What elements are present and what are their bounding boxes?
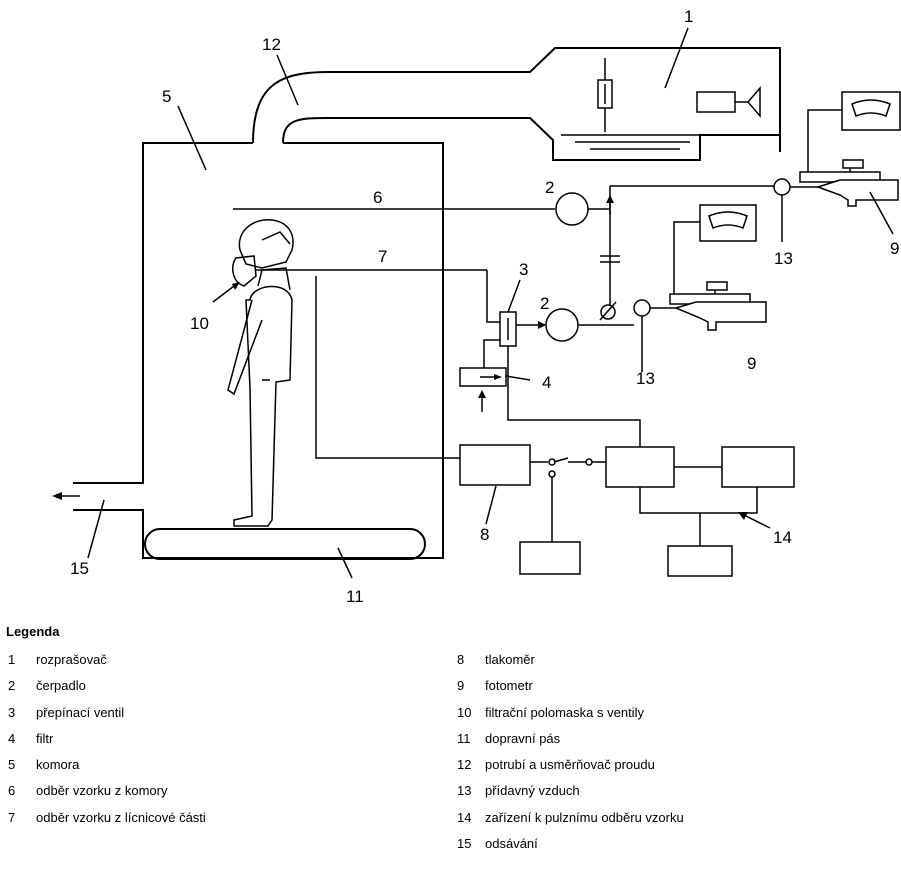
legend-text: tlakoměr: [485, 652, 535, 667]
exhaust-arrow: [52, 492, 80, 500]
label-11: 11: [346, 587, 364, 606]
legend-number: 9: [457, 678, 465, 694]
legend-text: zařízení k pulznímu odběru vzorku: [485, 809, 684, 825]
legend-text: rozprašovač: [36, 652, 107, 667]
legend-number: 13: [457, 783, 472, 799]
legend-item: 11 dopravní pás: [457, 731, 684, 757]
legend-number: 11: [457, 730, 471, 746]
label-14: 14: [773, 528, 792, 547]
legend-left-column: 1 rozprašovač 2 čerpadlo 3 přepínací ventil…: [8, 652, 206, 836]
legend-text: filtr: [36, 730, 54, 746]
legend-text: odběr vzorku z lícnicové části: [36, 809, 206, 825]
label-13-upper: 13: [774, 249, 793, 268]
filter: [459, 339, 507, 412]
legend-item: 13 přídavný vzduch: [457, 783, 684, 809]
duct-and-flow-straightener: [252, 47, 781, 161]
legend-text: čerpadlo: [36, 678, 86, 694]
legend-number: 14: [457, 809, 472, 825]
label-7: 7: [378, 247, 387, 266]
legend-text: komora: [36, 757, 80, 773]
label-8: 8: [480, 525, 489, 544]
legend-item: 12 potrubí a usměrňovač proudu: [457, 757, 684, 783]
legend-number: 12: [457, 757, 472, 773]
legend-item: 7 odběr vzorku z lícnicové části: [8, 810, 206, 836]
label-4: 4: [542, 373, 551, 392]
legend-number: 2: [8, 678, 16, 694]
upper-photometer-assembly: [773, 91, 901, 242]
legend-item: 10 filtrační polomaska s ventily: [457, 705, 684, 731]
legend-text: přídavný vzduch: [485, 783, 580, 799]
legend-number: 3: [8, 704, 16, 720]
label-2-upper: 2: [545, 178, 554, 197]
legend-item: 3 přepínací ventil: [8, 705, 206, 731]
legend-item: 4 filtr: [8, 731, 206, 757]
label-9-upper: 9: [890, 239, 899, 258]
legend-item: 2 čerpadlo: [8, 678, 206, 704]
label-6: 6: [373, 188, 382, 207]
nebulizer: [561, 58, 761, 150]
test-apparatus-diagram: 1 12 5 6 2 13 9 7 3 2 10 13 9 4 8 14 15 …: [52, 7, 901, 606]
legend-text: přepínací ventil: [36, 704, 125, 720]
legend-number: 1: [8, 652, 16, 667]
legend-text: dopravní pás: [485, 730, 561, 746]
legend-text: potrubí a usměrňovač proudu: [485, 757, 655, 773]
legend-item: 5 komora: [8, 757, 206, 783]
chamber: [73, 142, 444, 559]
label-12: 12: [262, 35, 281, 54]
legend-text: odsávání: [485, 836, 538, 852]
legend-item: 15 odsávání: [457, 836, 684, 862]
legend-text: odběr vzorku z komory: [36, 783, 168, 799]
legend-number: 10: [457, 704, 472, 720]
label-9-lower: 9: [747, 354, 756, 373]
legend-number: 8: [457, 652, 465, 667]
legend-text: fotometr: [485, 678, 533, 694]
label-13-lower: 13: [636, 369, 655, 388]
legend-item: 9 fotometr: [457, 678, 684, 704]
label-3: 3: [519, 260, 528, 279]
legend-item: 1 rozprašovač: [8, 652, 206, 678]
label-15: 15: [70, 559, 89, 578]
legend-number: 15: [457, 836, 472, 852]
label-2-lower: 2: [540, 294, 549, 313]
chamber-sampling-line: [233, 185, 775, 310]
legend-item: 6 odběr vzorku z komory: [8, 783, 206, 809]
legend-title: Legenda: [6, 624, 60, 639]
legend-number: 6: [8, 783, 16, 799]
legend-item: 14 zařízení k pulznímu odběru vzorku: [457, 810, 684, 836]
legend-text: filtrační polomaska s ventily: [485, 704, 644, 720]
label-10: 10: [190, 314, 209, 333]
legend-number: 5: [8, 757, 16, 773]
legend-right-column: 8 tlakoměr 9 fotometr 10 filtrační polomask…: [457, 652, 684, 862]
treadmill: [144, 528, 426, 560]
legend-item: 8 tlakoměr: [457, 652, 684, 678]
leader-lines: [87, 27, 894, 579]
facepiece-sampling-line: [256, 204, 767, 372]
legend-number: 7: [8, 809, 16, 825]
label-5: 5: [162, 87, 171, 106]
test-subject-with-half-mask: [227, 219, 294, 527]
pulse-sampling-system: [315, 276, 795, 577]
legend-number: 4: [8, 730, 16, 746]
label-1: 1: [684, 7, 693, 26]
